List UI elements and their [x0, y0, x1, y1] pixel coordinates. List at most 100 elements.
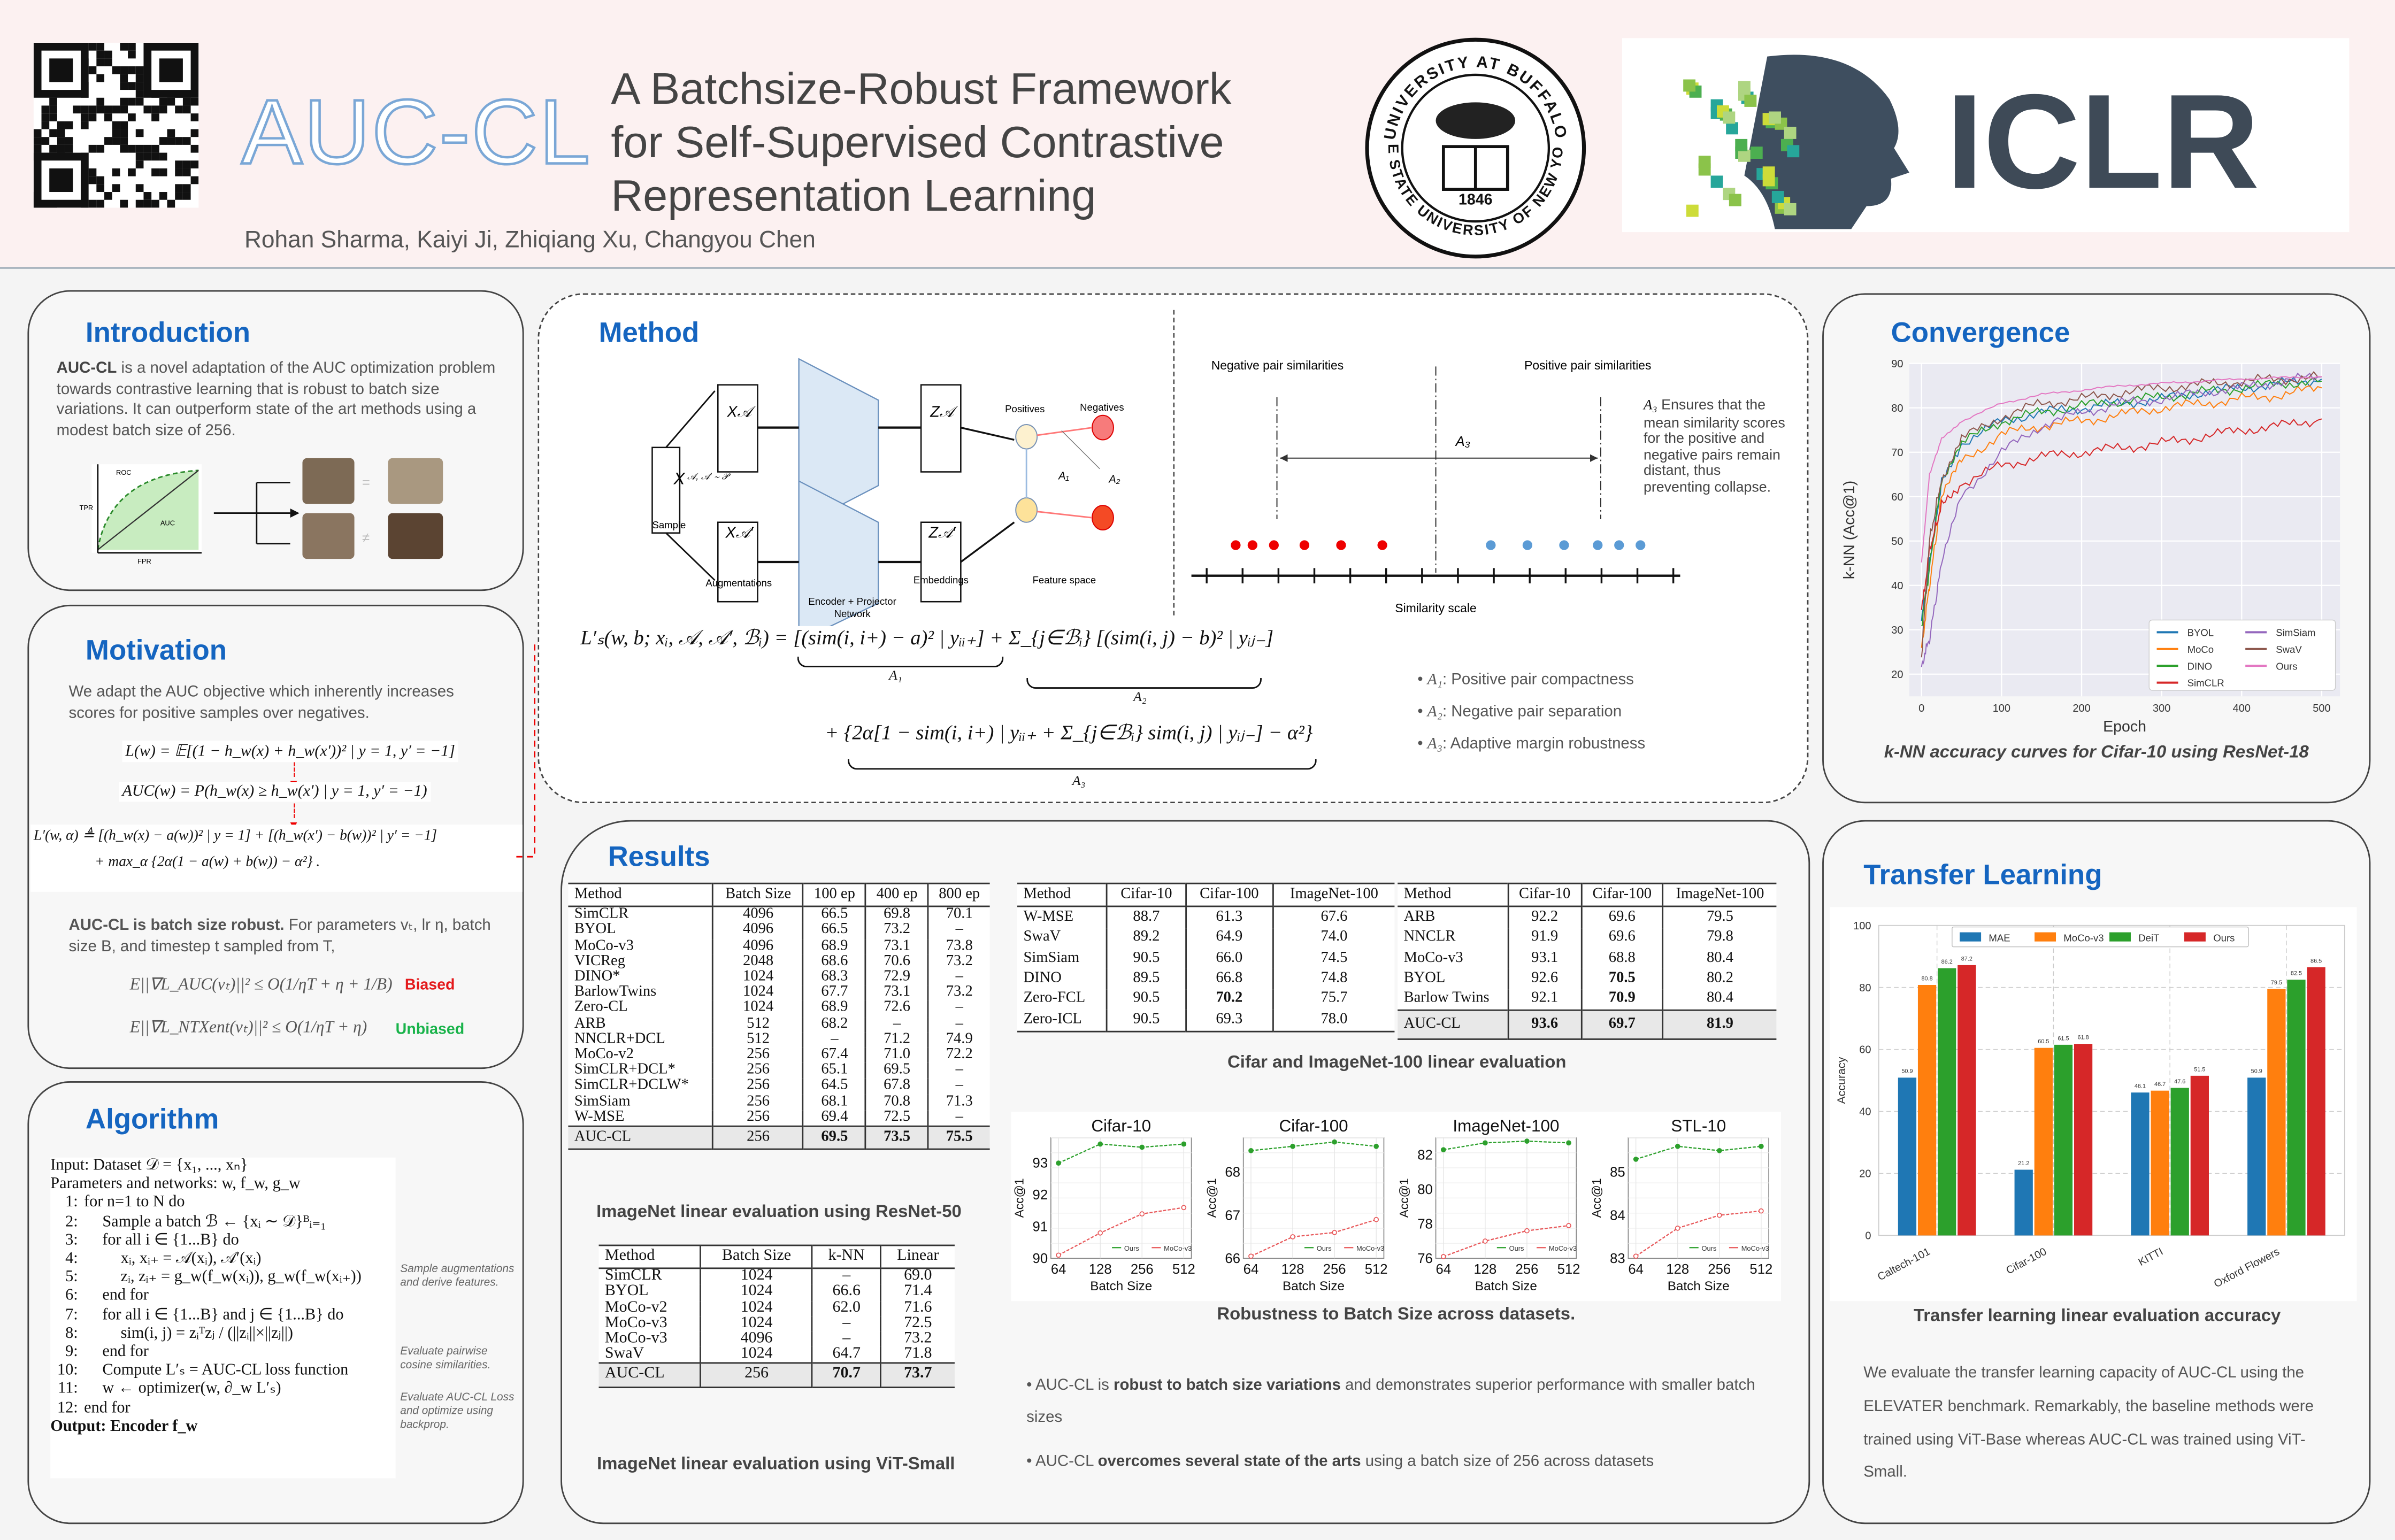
data-point: [1716, 1148, 1722, 1153]
table-cell: 67.6: [1272, 906, 1395, 928]
resnet-table-caption: ImageNet linear evaluation using ResNet-…: [596, 1203, 962, 1222]
table-cell: –: [802, 1031, 866, 1048]
table-cell: –: [927, 969, 990, 985]
y-tick-label: 84: [1610, 1208, 1625, 1223]
table-cell: 71.8: [879, 1346, 955, 1364]
column-header: Cifar-100: [1185, 883, 1273, 908]
column-header: Cifar-10: [1106, 883, 1186, 908]
table-cell: 256: [712, 1062, 804, 1079]
algorithm-params: Parameters and networks: w, f_w, g_w: [50, 1176, 301, 1194]
data-point: [1758, 1208, 1764, 1214]
x-tick-label: 500: [2313, 703, 2330, 714]
table-cell: 66.0: [1185, 948, 1273, 969]
bullet-bold: robust to batch size variations: [1113, 1377, 1341, 1395]
table-cell: 71.4: [879, 1284, 955, 1301]
table-cell: SimSiam: [1023, 949, 1080, 966]
table-cell: 1024: [700, 1299, 813, 1316]
table-cell: SimCLR+DCL*: [574, 1061, 675, 1079]
x-tick-label: 128: [1281, 1262, 1304, 1277]
augmentation-distribution: 𝒜, 𝒜′ ∼ 𝒫: [687, 471, 731, 482]
unbiased-label: Unbiased: [395, 1021, 465, 1039]
column-header: Method: [1398, 883, 1508, 908]
algorithm-step: 3:for all i ∈ {1...B} do: [50, 1232, 395, 1251]
step-number: 6:: [65, 1288, 78, 1305]
brace-a3-label: A₃: [1072, 773, 1086, 788]
bar-value-label: 21.2: [2018, 1160, 2029, 1167]
bar-value-label: 87.2: [1961, 956, 1972, 962]
table-cell: 70.6: [865, 953, 928, 970]
bullet-symbol: A₂: [1427, 704, 1442, 721]
data-point: [1373, 1143, 1379, 1149]
table-cell: 1024: [700, 1315, 813, 1332]
qr-code-icon[interactable]: [33, 42, 199, 208]
table-cell: 72.9: [865, 969, 928, 985]
table-cell: 75.5: [927, 1125, 990, 1150]
table-cell: 66.6: [811, 1284, 881, 1301]
table-cell: Zero-CL: [574, 999, 628, 1017]
table-cell: 4096: [712, 937, 804, 954]
y-tick-label: 60: [1859, 1044, 1871, 1056]
table-cell: 68.2: [802, 1015, 866, 1033]
x-tick-label: 512: [1749, 1262, 1772, 1277]
bar-value-label: 61.5: [2058, 1035, 2069, 1042]
table-cell: 89.5: [1106, 968, 1186, 989]
step-number: 7:: [65, 1306, 78, 1323]
table-cell: 70.2: [1185, 989, 1273, 1010]
table-cell: 93.6: [1507, 1010, 1582, 1039]
intro-lead: AUC-CL: [56, 360, 117, 378]
step-number: 8:: [65, 1325, 78, 1342]
table-cell: 90.5: [1106, 989, 1186, 1010]
x-axis-label: Batch Size: [1668, 1279, 1730, 1293]
table-cell: ARB: [1403, 908, 1436, 926]
table-cell: BYOL: [604, 1283, 649, 1300]
data-point: [1248, 1148, 1254, 1153]
brace-a2: [1026, 678, 1262, 689]
table-cell: VICReg: [574, 952, 626, 969]
legend-label: MoCo-v3: [1741, 1244, 1769, 1252]
algorithm-output: Output: Encoder f_w: [50, 1418, 198, 1436]
table-cell: Zero-FCL: [1023, 990, 1086, 1007]
step-text: zᵢ, zᵢ₊ = g_w(f_w(xᵢ)), g_w(f_w(xᵢ₊)): [120, 1269, 362, 1287]
y-tick-label: 60: [1891, 491, 1903, 503]
legend-label: MoCo-v3: [1356, 1244, 1384, 1252]
feature-space-label: Feature space: [1033, 574, 1096, 586]
table-cell: AUC-CL: [568, 1125, 713, 1150]
legend-label: MoCo-v3: [1549, 1244, 1577, 1252]
algorithm-step: 1:for n=1 to N do: [50, 1195, 395, 1213]
za-prime-label: Z𝒜′: [928, 524, 956, 541]
legend-label: Ours: [1509, 1244, 1524, 1252]
ntxent-gradient-bound: E||∇L_NTXent(vₜ)||² ≤ O(1/ηT + η): [129, 1018, 367, 1037]
table-cell: SwaV: [604, 1345, 644, 1363]
reformulated-loss: L′(w, α) ≜ [(h_w(x) − a(w))² | y = 1] + …: [30, 825, 523, 892]
data-point: [1675, 1226, 1680, 1231]
table-cell: NNCLR: [1403, 928, 1456, 946]
algorithm-step: 9:end for: [50, 1344, 395, 1362]
biased-label: Biased: [404, 977, 455, 995]
table-cell: 71.6: [879, 1299, 955, 1316]
data-point: [1332, 1139, 1337, 1145]
table-cell: 1024: [712, 984, 804, 1001]
bar-value-label: 46.7: [2154, 1081, 2166, 1088]
x-tick-label: 128: [1666, 1262, 1689, 1277]
table-cell: 73.2: [879, 1330, 955, 1348]
data-point: [1290, 1234, 1295, 1239]
column-header: 400 ep: [865, 883, 928, 908]
data-point: [1097, 1141, 1103, 1147]
table-cell: 90.5: [1106, 1010, 1186, 1031]
series-line-simsiam: [1921, 372, 2322, 667]
table-cell: 67.4: [802, 1046, 866, 1064]
